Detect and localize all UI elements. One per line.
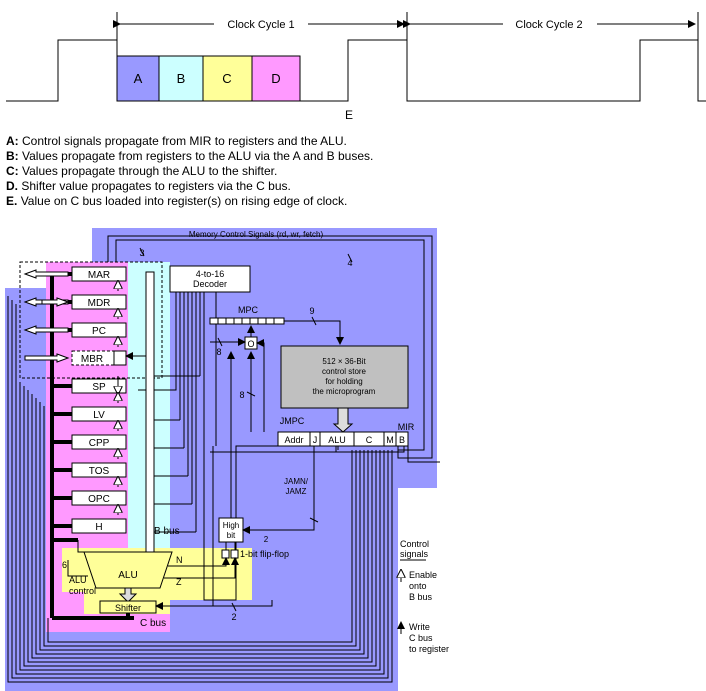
shifter-label: Shifter: [115, 603, 141, 613]
alu-section: ALU N Z Shifter 2 C bus 6 ALU control: [52, 538, 273, 629]
timing-diagram: A B C D Clock Cycle 1 Clock Cycle 2 E: [6, 12, 706, 122]
jam-width-2: 2: [264, 535, 269, 544]
register-sp: SP: [92, 382, 106, 393]
key-write-line2: C bus: [409, 633, 433, 643]
legend-e: E. Value on C bus loaded into register(s…: [6, 194, 348, 208]
alu-control-width-6: 6: [62, 560, 67, 570]
legend-b: B: Values propagate from registers to th…: [6, 149, 374, 163]
alu-control-line2: control: [69, 586, 96, 596]
n-flag: N: [176, 555, 183, 565]
phase-d-label: D: [271, 71, 280, 86]
jmpc-label: JMPC: [280, 416, 305, 426]
phase-b: [158, 55, 204, 102]
decoder-width-4: 4: [347, 258, 352, 268]
jam-label-2: JAMZ: [286, 487, 307, 496]
register-h: H: [95, 522, 102, 533]
key-write-line3: to register: [409, 644, 449, 654]
legend-c: C: Values propagate through the ALU to t…: [6, 164, 278, 178]
high-bit-line2: bit: [227, 531, 236, 540]
key-enable-line2: onto: [409, 581, 427, 591]
phase-c: [202, 55, 253, 102]
key-write-line1: Write: [409, 622, 430, 632]
register-opc: OPC: [88, 494, 110, 505]
phase-a: [116, 55, 160, 102]
shift-width-2: 2: [231, 612, 236, 622]
clock-cycle-1-label: Clock Cycle 1: [227, 19, 294, 31]
register-mdr: MDR: [88, 298, 111, 309]
phase-legend: A: Control signals propagate from MIR to…: [6, 134, 373, 209]
mpc-label: MPC: [238, 305, 259, 315]
z-flag: Z: [176, 577, 182, 587]
control-wires: [7, 235, 440, 683]
mir-label: MIR: [398, 422, 415, 432]
c-bus-label: C bus: [140, 618, 166, 629]
mir-j: J: [313, 435, 318, 445]
mir-c: C: [366, 435, 373, 445]
mir-register: Addr J ALU C M B MIR JMPC: [277, 416, 415, 447]
b-bus-label: B bus: [154, 526, 180, 537]
mir-b: B: [399, 435, 405, 445]
mir-addr: Addr: [284, 435, 303, 445]
mem-width-3: 3: [139, 248, 144, 258]
addr-width-8: 8: [239, 390, 244, 400]
control-unit: MPC 9 O 8 8 512 × 36-Bit control store f…: [209, 305, 415, 559]
register-pc: PC: [92, 326, 106, 337]
decoder-line2: Decoder: [193, 279, 227, 289]
high-bit-line1: High: [223, 521, 239, 530]
memory-control-label: Memory Control Signals (rd, wr, fetch): [189, 230, 324, 239]
register-tos: TOS: [89, 466, 110, 477]
mpc-width-9: 9: [309, 306, 314, 316]
phase-a-label: A: [134, 71, 143, 86]
register-mbr: MBR: [81, 354, 103, 365]
register-lv: LV: [93, 410, 105, 421]
jam-label-1: JAMN/: [284, 477, 309, 486]
alu-label: ALU: [118, 570, 137, 581]
decoder-line1: 4-to-16: [196, 269, 225, 279]
control-store-line3: for holding: [325, 377, 362, 386]
edge-label: E: [345, 108, 353, 122]
control-store-line4: the microprogram: [313, 387, 376, 396]
phase-c-label: C: [222, 71, 231, 86]
key-title-line2: signals: [400, 549, 429, 559]
key-title-line1: Control: [400, 539, 429, 549]
mir-m: M: [386, 435, 394, 445]
phase-b-label: B: [177, 71, 186, 86]
key-enable-line1: Enable: [409, 570, 437, 580]
mir-alu: ALU: [328, 435, 346, 445]
legend-d: D. Shifter value propagates to registers…: [6, 179, 291, 193]
phase-d: [251, 55, 301, 102]
signal-key: Control signals Enable onto B bus Write …: [400, 539, 449, 654]
control-store-line1: 512 × 36-Bit: [322, 357, 366, 366]
key-enable-line3: B bus: [409, 592, 433, 602]
clock-cycle-2-label: Clock Cycle 2: [515, 19, 582, 31]
mbr-width-8: 8: [216, 347, 221, 357]
flipflop-label: 1-bit flip-flop: [240, 549, 289, 559]
register-mar: MAR: [88, 270, 110, 281]
or-gate-label: O: [247, 339, 254, 349]
alu-control-line1: ALU: [69, 575, 87, 585]
legend-a: A: Control signals propagate from MIR to…: [6, 134, 347, 148]
register-cpp: CPP: [89, 438, 110, 449]
control-store-line2: control store: [322, 367, 367, 376]
